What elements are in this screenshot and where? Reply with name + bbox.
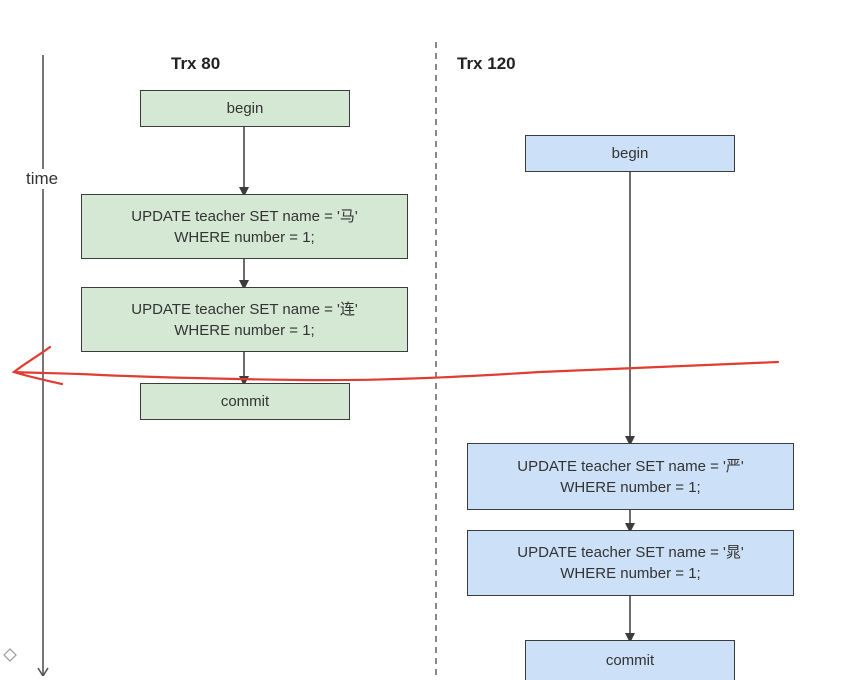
trx120-step-commit: commit — [525, 640, 735, 680]
step-text-line: begin — [611, 145, 649, 162]
step-text-line: begin — [226, 100, 264, 117]
trx80-step-update-2: UPDATE teacher SET name = '连' WHERE numb… — [81, 287, 408, 352]
step-text-line: UPDATE teacher SET name = '严' — [517, 457, 744, 475]
step-text-line: UPDATE teacher SET name = '马' — [131, 207, 358, 225]
step-text-line: UPDATE teacher SET name = '晁' — [517, 544, 744, 561]
trx80-step-commit: commit — [140, 383, 350, 420]
trx120-step-begin: begin — [525, 135, 735, 172]
small-diamond-icon — [3, 648, 17, 662]
trx120-step-update-1: UPDATE teacher SET name = '严' WHERE numb… — [467, 443, 794, 510]
step-text-line: WHERE number = 1; — [560, 565, 701, 582]
trx120-step-update-2: UPDATE teacher SET name = '晁' WHERE numb… — [467, 530, 794, 596]
trx80-step-update-1: UPDATE teacher SET name = '马' WHERE numb… — [81, 194, 408, 259]
step-text-line: WHERE number = 1; — [560, 478, 701, 496]
time-axis-label: time — [25, 169, 60, 189]
step-text-line: commit — [605, 652, 655, 669]
trx80-step-begin: begin — [140, 90, 350, 127]
trx80-title: Trx 80 — [171, 54, 221, 73]
step-text-line: commit — [220, 393, 270, 410]
step-text-line: WHERE number = 1; — [174, 321, 315, 339]
trx120-title: Trx 120 — [457, 54, 516, 73]
step-text-line: UPDATE teacher SET name = '连' — [131, 300, 358, 318]
step-text-line: WHERE number = 1; — [174, 228, 315, 246]
time-axis-arrowhead — [37, 667, 49, 676]
